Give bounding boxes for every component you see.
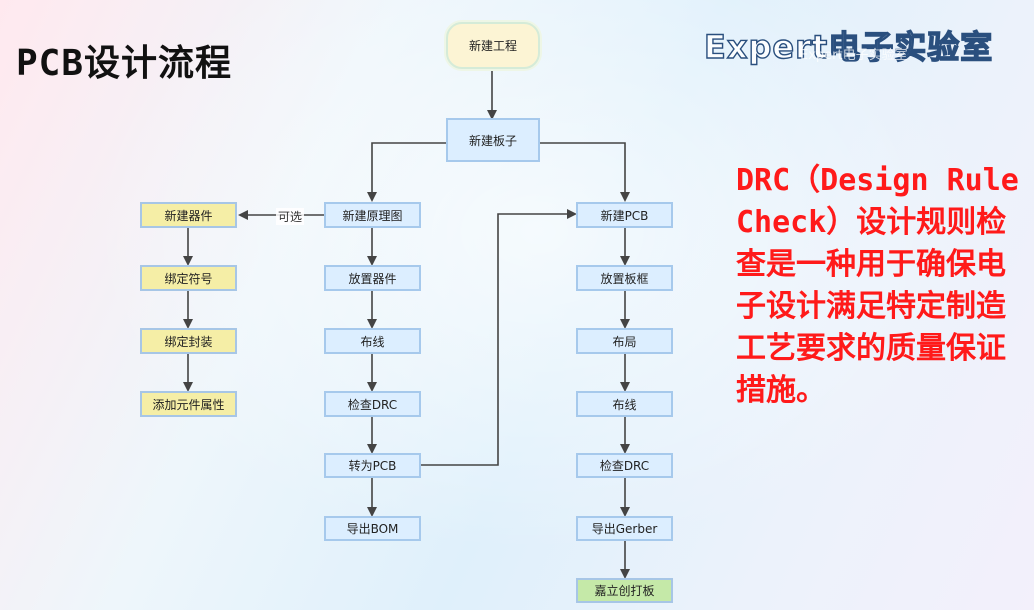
node-pcb-routing: 布线 — [576, 391, 673, 417]
edge-topcb-newpcb — [420, 209, 577, 466]
node-add-attributes: 添加元件属性 — [140, 391, 237, 417]
node-new-component: 新建器件 — [140, 202, 237, 228]
node-place-components: 放置器件 — [324, 265, 421, 291]
node-export-bom: 导出BOM — [324, 516, 421, 541]
node-jlc-fabrication: 嘉立创打板 — [576, 578, 673, 603]
node-schematic-wiring: 布线 — [324, 328, 421, 354]
node-bind-symbol: 绑定符号 — [140, 265, 237, 291]
node-schematic-drc: 检查DRC — [324, 391, 421, 417]
node-new-pcb: 新建PCB — [576, 202, 673, 228]
edge-board-schematic — [367, 142, 448, 202]
edge-board-pcb — [540, 142, 630, 202]
node-new-schematic: 新建原理图 — [324, 202, 421, 228]
node-pcb-drc: 检查DRC — [576, 453, 673, 478]
node-new-board: 新建板子 — [446, 118, 540, 162]
edge-label-optional: 可选 — [276, 208, 305, 225]
node-convert-to-pcb: 转为PCB — [324, 453, 421, 478]
watermark-overlay-text: Expert电子实验室 — [800, 48, 908, 63]
drc-note: DRC（Design Rule Check）设计规则检查是一种用于确保电子设计满… — [736, 163, 1019, 408]
node-layout: 布局 — [576, 328, 673, 354]
node-export-gerber: 导出Gerber — [576, 516, 673, 541]
page-title: PCB设计流程 — [16, 43, 233, 84]
node-new-project: 新建工程 — [446, 22, 540, 69]
watermark-logo: Expert电子实验室 — [704, 27, 994, 66]
node-place-board-outline: 放置板框 — [576, 265, 673, 291]
node-bind-footprint: 绑定封装 — [140, 328, 237, 354]
